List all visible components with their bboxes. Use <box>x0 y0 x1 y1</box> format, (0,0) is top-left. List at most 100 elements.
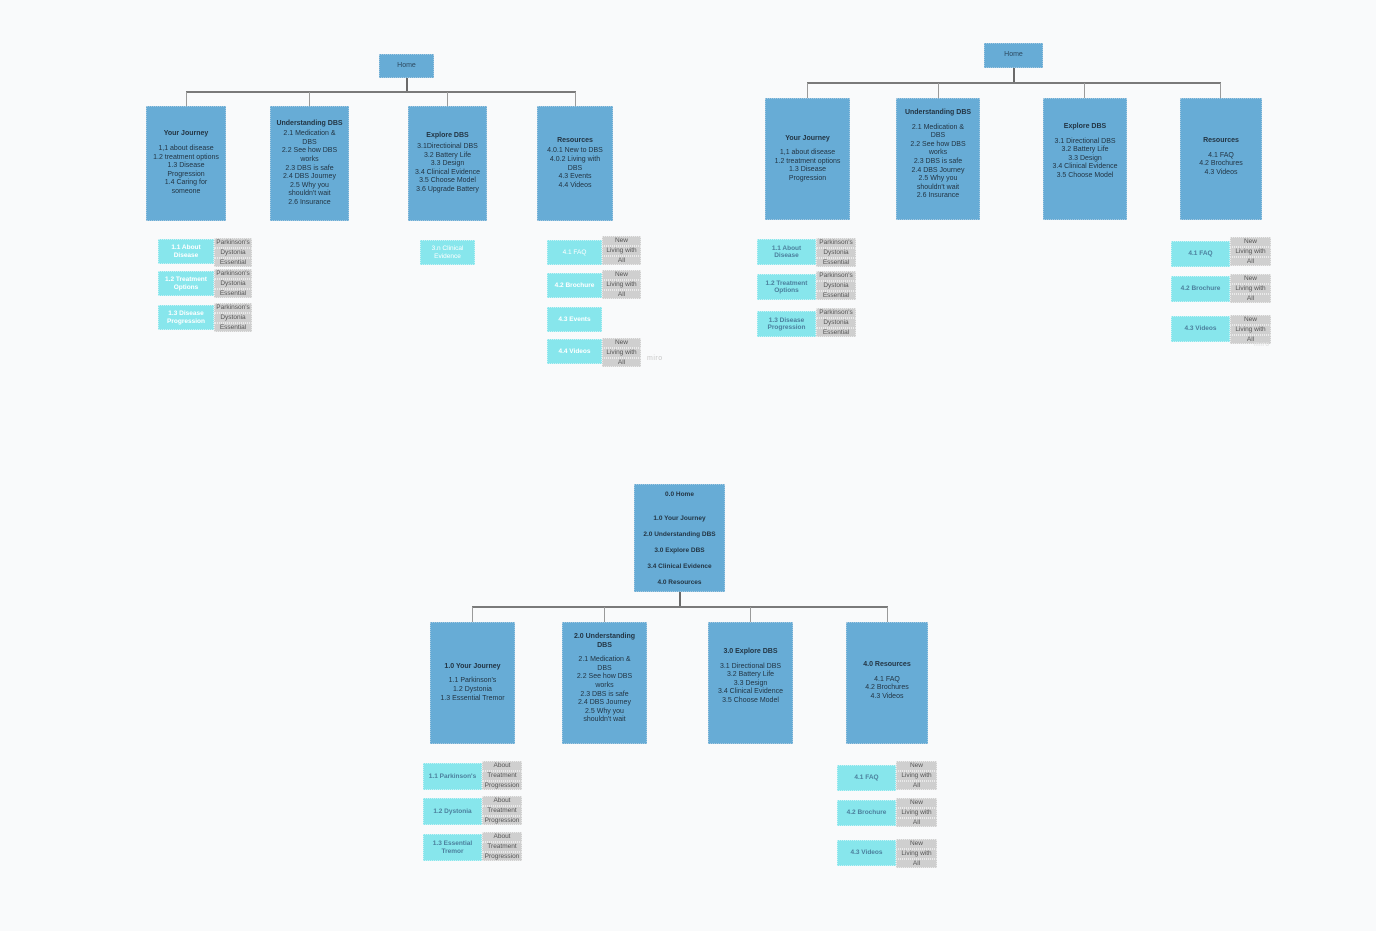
tag[interactable]: Progression <box>482 815 522 826</box>
tag[interactable]: New <box>602 270 641 280</box>
section-node-understanding-dbs[interactable]: Understanding DBS 2.1 Medication & DBS 2… <box>270 106 349 221</box>
subpage-card[interactable]: 4.2 Brochure <box>837 800 896 826</box>
subpage-card[interactable]: 4.3 Videos <box>837 840 896 866</box>
tag[interactable]: Living with <box>602 279 641 290</box>
subpage-card[interactable]: 4.1 FAQ <box>837 765 896 791</box>
subpage-card[interactable]: 1.2 Dystonia <box>423 798 482 825</box>
tag[interactable]: New <box>602 338 641 348</box>
subpage-label: 4.3 Videos <box>850 849 883 857</box>
tag[interactable]: Treatment <box>482 841 522 852</box>
subpage-card[interactable]: 1.2 Treatment Options <box>158 271 214 296</box>
section-node-understanding-dbs[interactable]: 2.0 Understanding DBS 2.1 Medication & D… <box>562 622 647 744</box>
tag[interactable]: Living with <box>896 770 937 781</box>
tag[interactable]: Dystonia <box>214 247 252 258</box>
tag[interactable]: All <box>896 780 937 791</box>
section-node-understanding-dbs[interactable]: Understanding DBS 2.1 Medication & DBS 2… <box>896 98 980 220</box>
tag[interactable]: About <box>482 761 522 771</box>
node-title: Understanding DBS <box>904 109 972 116</box>
subpage-card[interactable]: 3.n Clinical Evidence <box>420 240 475 265</box>
tag[interactable]: Living with <box>896 848 937 859</box>
node-item: 2.4 DBS Journey <box>283 173 336 181</box>
tag[interactable]: Living with <box>1230 246 1271 257</box>
node-item: 2.6 Insurance <box>288 198 331 206</box>
subpage-card[interactable]: 4.2 Brochure <box>1171 276 1230 302</box>
tag[interactable]: Parkinson's <box>816 271 856 281</box>
tag[interactable]: All <box>896 817 937 828</box>
tag[interactable]: Essential <box>816 290 856 301</box>
tag[interactable]: Progression <box>482 851 522 862</box>
subpage-card[interactable]: 1.1 About Disease <box>158 239 214 264</box>
tag[interactable]: Parkinson's <box>214 303 252 313</box>
tag[interactable]: Living with <box>1230 324 1271 335</box>
tag[interactable]: Treatment <box>482 805 522 816</box>
tag[interactable]: About <box>482 832 522 842</box>
tag[interactable]: Parkinson's <box>816 308 856 318</box>
subpage-card[interactable]: 1.1 Parkinson's <box>423 763 482 790</box>
tag[interactable]: Parkinson's <box>214 269 252 279</box>
subpage-card[interactable]: 4.3 Events <box>547 307 602 332</box>
tag[interactable]: Essential <box>214 322 252 333</box>
node-item: 1.2 treatment options <box>153 153 219 161</box>
subpage-card[interactable]: 1.1 About Disease <box>757 239 816 265</box>
subpage-card[interactable]: 4.1 FAQ <box>547 240 602 265</box>
section-node-explore-dbs[interactable]: Explore DBS 3.1 Directional DBS 3.2 Batt… <box>1043 98 1127 220</box>
home-node[interactable]: Home <box>984 43 1043 68</box>
tag[interactable]: Living with <box>1230 283 1271 294</box>
tag[interactable]: Dystonia <box>214 312 252 323</box>
tag[interactable]: Treatment <box>482 770 522 781</box>
node-item: 2.3 DBS is safe <box>580 690 629 698</box>
subpage-card[interactable]: 1.3 Disease Progression <box>757 311 816 337</box>
tag-group: Parkinson's Dystonia Essential <box>214 303 252 333</box>
home-node[interactable]: 0.0 Home 1.0 Your Journey 2.0 Understand… <box>634 484 725 592</box>
tag[interactable]: All <box>602 255 641 266</box>
tag[interactable]: All <box>602 289 641 300</box>
subpage-card[interactable]: 4.1 FAQ <box>1171 241 1230 267</box>
subpage-card[interactable]: 1.3 Disease Progression <box>158 305 214 330</box>
subpage-card[interactable]: 4.4 Videos <box>547 339 602 364</box>
tag[interactable]: New <box>602 236 641 246</box>
tag[interactable]: All <box>1230 256 1271 267</box>
tag[interactable]: Dystonia <box>816 247 856 258</box>
tag[interactable]: New <box>896 761 937 771</box>
tag[interactable]: Dystonia <box>816 317 856 328</box>
subpage-label: 4.4 Videos <box>558 347 591 355</box>
section-node-explore-dbs[interactable]: 3.0 Explore DBS 3.1 Directional DBS 3.2 … <box>708 622 793 744</box>
tag[interactable]: Dystonia <box>816 280 856 291</box>
tag[interactable]: Living with <box>602 347 641 358</box>
tag[interactable]: All <box>1230 293 1271 304</box>
section-node-resources[interactable]: Resources 4.1 FAQ 4.2 Brochures 4.3 Vide… <box>1180 98 1262 220</box>
section-node-your-journey[interactable]: Your Journey 1,1 about disease 1.2 treat… <box>765 98 850 220</box>
section-node-your-journey[interactable]: Your Journey 1,1 about disease 1.2 treat… <box>146 106 226 221</box>
tag[interactable]: Essential <box>816 327 856 338</box>
section-node-explore-dbs[interactable]: Explore DBS 3.1Directioinal DBS 3.2 Batt… <box>408 106 487 221</box>
home-node[interactable]: Home <box>379 54 434 78</box>
tag[interactable]: Essential <box>214 288 252 299</box>
subpage-label: 1.1 About Disease <box>771 244 802 260</box>
tag[interactable]: Living with <box>602 245 641 256</box>
tag[interactable]: All <box>602 357 641 368</box>
tag[interactable]: Dystonia <box>214 278 252 289</box>
subpage-card[interactable]: 4.2 Brochure <box>547 273 602 298</box>
tag[interactable]: Living with <box>896 807 937 818</box>
tag[interactable]: New <box>1230 274 1271 284</box>
subpage-card[interactable]: 4.3 Videos <box>1171 316 1230 342</box>
section-node-resources[interactable]: Resources 4.0.1 New to DBS 4.0.2 Living … <box>537 106 613 221</box>
tag[interactable]: New <box>896 839 937 849</box>
tag[interactable]: All <box>896 858 937 869</box>
tag[interactable]: All <box>1230 334 1271 345</box>
subpage-card[interactable]: 1.2 Treatment Options <box>757 274 816 300</box>
tag[interactable]: Parkinson's <box>816 238 856 248</box>
section-node-your-journey[interactable]: 1.0 Your Journey 1.1 Parkinson's 1.2 Dys… <box>430 622 515 744</box>
tag[interactable]: Essential <box>214 257 252 268</box>
tag[interactable]: New <box>1230 315 1271 325</box>
node-item: 4.0.2 Living with DBS <box>549 155 601 172</box>
tag-group: New Living with All <box>896 839 937 869</box>
section-node-resources[interactable]: 4.0 Resources 4.1 FAQ 4.2 Brochures 4.3 … <box>846 622 928 744</box>
tag[interactable]: New <box>896 798 937 808</box>
subpage-card[interactable]: 1.3 Essential Tremor <box>423 834 482 861</box>
tag[interactable]: Parkinson's <box>214 238 252 248</box>
tag[interactable]: Progression <box>482 780 522 791</box>
tag[interactable]: New <box>1230 237 1271 247</box>
tag[interactable]: About <box>482 796 522 806</box>
tag[interactable]: Essential <box>816 257 856 268</box>
